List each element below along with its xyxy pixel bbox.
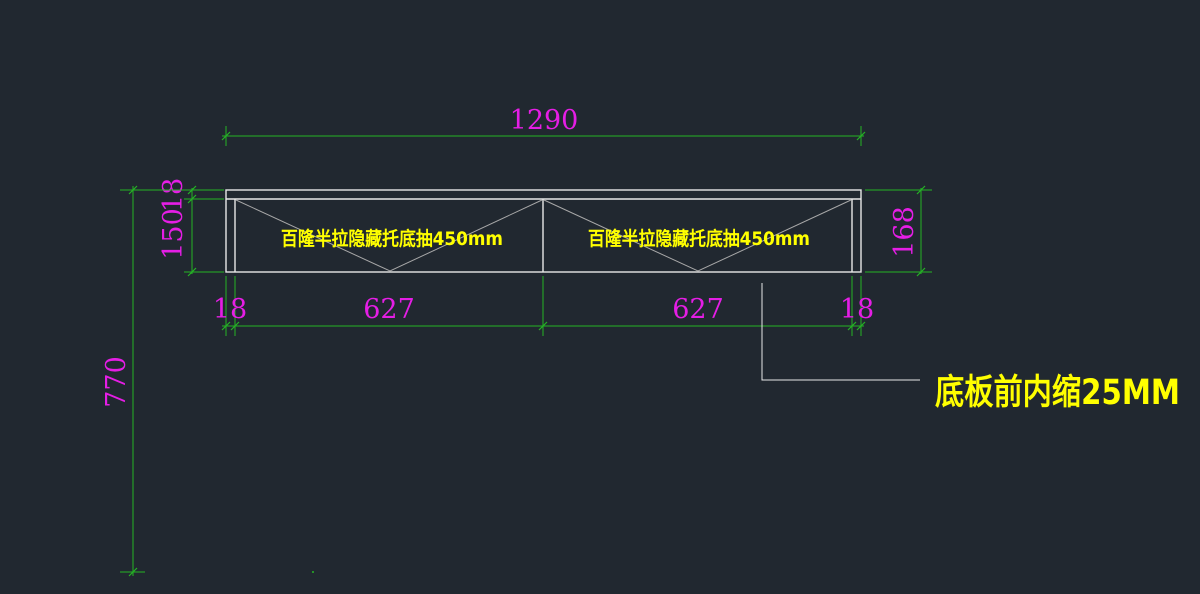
total-width-dimension: 1290	[221, 105, 866, 146]
note-leader-line	[761, 283, 920, 381]
total-height-dimension: 770	[101, 185, 224, 577]
drawer-height-value: 150	[158, 208, 189, 260]
stray-point	[312, 571, 314, 573]
drawer-left-opening-symbol	[235, 199, 543, 272]
drawer-right: 百隆半拉隐藏托底抽450mm	[543, 199, 852, 272]
right-panel-value: 18	[840, 294, 874, 325]
drawer-right-opening-symbol	[543, 199, 852, 272]
side-height-value: 168	[889, 206, 920, 258]
drawer-right-label: 百隆半拉隐藏托底抽450mm	[588, 227, 810, 250]
drawer-left: 百隆半拉隐藏托底抽450mm	[235, 199, 543, 272]
right-height-dimension: 168	[865, 185, 932, 277]
bottom-panel-note: 底板前内缩25MM	[761, 283, 1180, 413]
right-bay-value: 627	[672, 294, 724, 325]
total-height-value: 770	[101, 356, 132, 408]
cabinet-elevation: 百隆半拉隐藏托底抽450mm 百隆半拉隐藏托底抽450mm	[225, 189, 862, 273]
drawer-left-label: 百隆半拉隐藏托底抽450mm	[281, 227, 503, 250]
note-text: 底板前内缩25MM	[935, 373, 1180, 413]
left-panel-value: 18	[213, 294, 247, 325]
total-width-value: 1290	[510, 105, 579, 136]
left-bay-value: 627	[363, 294, 415, 325]
top-thickness-value: 18	[158, 178, 189, 212]
left-height-dimensions: 18 150	[158, 178, 224, 277]
bay-width-dimensions: 18 627 627 18	[213, 276, 874, 336]
